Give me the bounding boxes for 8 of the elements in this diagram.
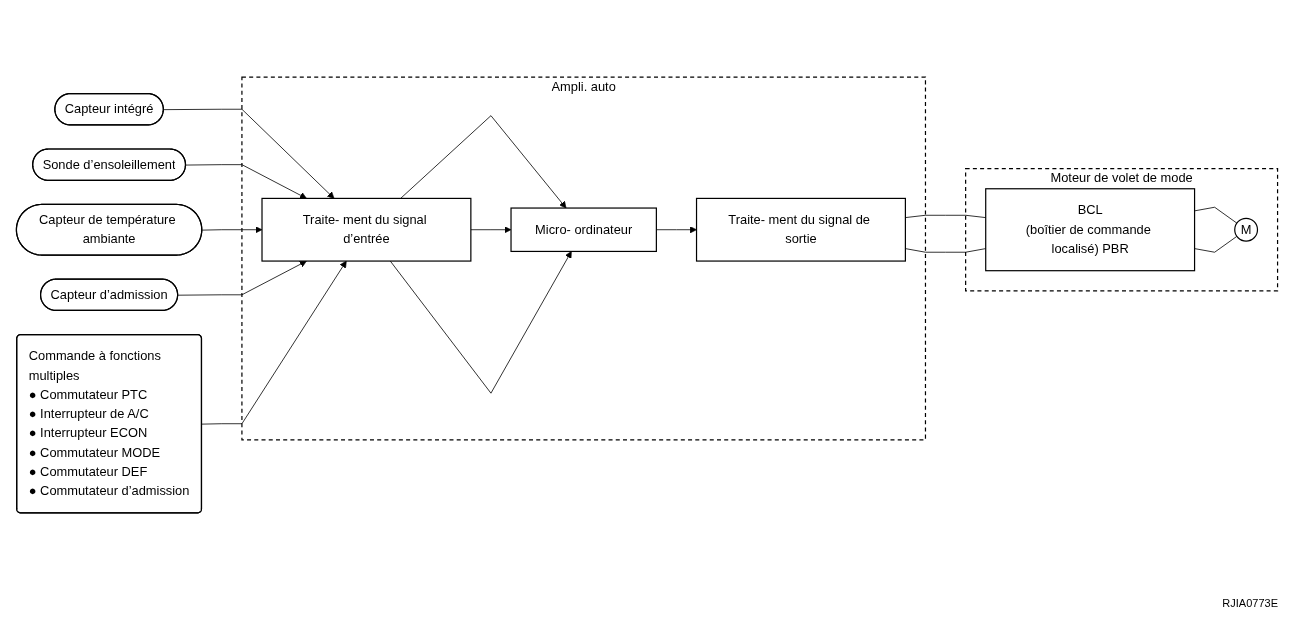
node-box: Micro- ordinateur (510, 207, 657, 252)
node-circle: M (1234, 217, 1259, 242)
node-box: BCL (boîtier de commande localisé) PBR (985, 188, 1196, 272)
connector (1194, 235, 1238, 253)
node-box: Traite- ment du signal d’entrée (261, 197, 472, 262)
connector (1194, 206, 1238, 224)
node-box: Traite- ment du signal de sortie (695, 197, 906, 262)
reference-code: RJIA0773E (1222, 597, 1278, 609)
